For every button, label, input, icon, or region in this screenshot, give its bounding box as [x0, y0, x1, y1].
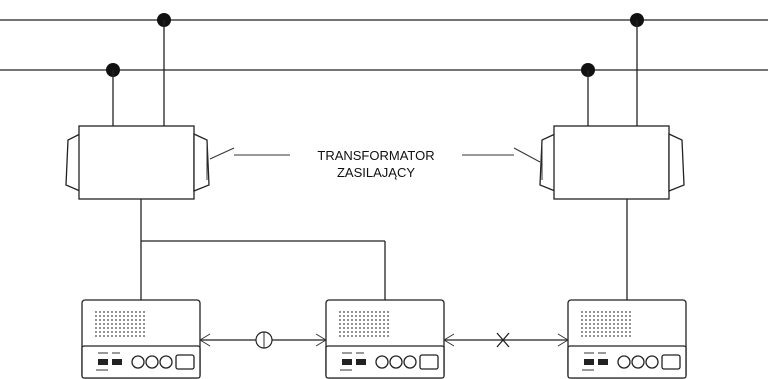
- junction-dots: [106, 13, 644, 77]
- intercom-link-cross: [443, 332, 569, 348]
- intercom-link-circle: [199, 331, 327, 349]
- transformer-label-line2: ZASILAJĄCY: [337, 165, 415, 180]
- low-voltage-wiring: [140, 199, 628, 300]
- transformer-right: [539, 125, 685, 200]
- leader-line-left: [209, 147, 235, 160]
- transformer-left: [65, 125, 210, 200]
- leader-line-right: [513, 147, 541, 163]
- label-leaders: [209, 147, 541, 163]
- intercom-unit-left: [81, 299, 201, 379]
- intercom-unit-right: [567, 299, 687, 379]
- supply-drops: [112, 20, 638, 126]
- intercom-unit-center: [325, 299, 445, 379]
- power-lines: [0, 19, 768, 71]
- transformer-label-line1: TRANSFORMATOR: [317, 148, 434, 163]
